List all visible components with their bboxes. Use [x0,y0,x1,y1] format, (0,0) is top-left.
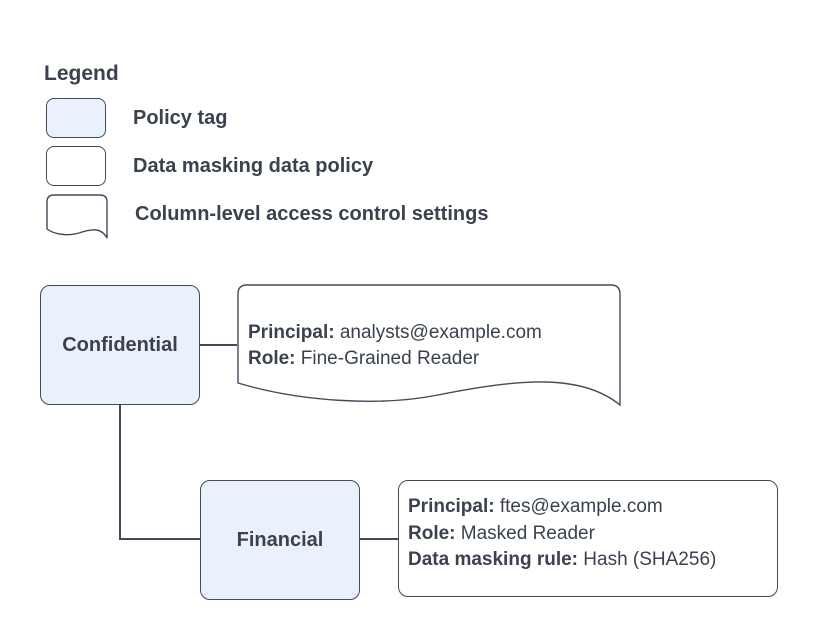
role-line: Role: Masked Reader [408,521,768,548]
connector-financial-to-policy [360,538,398,540]
policy-tag-swatch [46,98,106,138]
principal-value: ftes@example.com [499,496,663,517]
access-settings-text: Principal: analysts@example.com Role: Fi… [248,320,542,372]
column-access-settings-callout: Principal: analysts@example.com Role: Fi… [237,284,621,410]
masking-rule-value: Hash (SHA256) [583,549,717,570]
legend-item-column-access: Column-level access control settings [46,194,489,239]
role-value: Fine-Grained Reader [300,348,480,369]
legend-item-label: Policy tag [133,106,228,129]
data-policy-swatch [46,146,106,186]
masking-rule-label: Data masking rule: [408,549,578,570]
principal-line: Principal: analysts@example.com [248,320,542,346]
role-line: Role: Fine-Grained Reader [248,346,542,372]
document-swatch [46,194,108,239]
masking-rule-line: Data masking rule: Hash (SHA256) [408,547,768,574]
policy-tag-financial: Financial [200,480,360,600]
principal-line: Principal: ftes@example.com [408,494,768,521]
legend-item-label: Column-level access control settings [135,202,489,225]
connector-confidential-to-financial-vertical [119,405,121,539]
legend-item-data-policy: Data masking data policy [46,146,373,186]
role-label: Role: [248,348,296,369]
principal-label: Principal: [248,322,335,343]
legend-item-label: Data masking data policy [133,154,374,177]
principal-label: Principal: [408,496,495,517]
legend-title: Legend [44,62,119,85]
legend-item-policy-tag: Policy tag [46,98,227,138]
policy-tag-confidential: Confidential [40,285,200,405]
document-shape [237,284,621,407]
policy-tag-label: Financial [236,528,324,551]
policy-tag-label: Confidential [62,333,178,356]
principal-value: analysts@example.com [339,322,542,343]
role-value: Masked Reader [460,522,595,544]
role-label: Role: [408,522,456,544]
data-masking-policy-callout: Principal: ftes@example.com Role: Masked… [398,480,778,597]
connector-confidential-to-settings [200,344,237,346]
connector-confidential-to-financial-horizontal [119,538,200,540]
